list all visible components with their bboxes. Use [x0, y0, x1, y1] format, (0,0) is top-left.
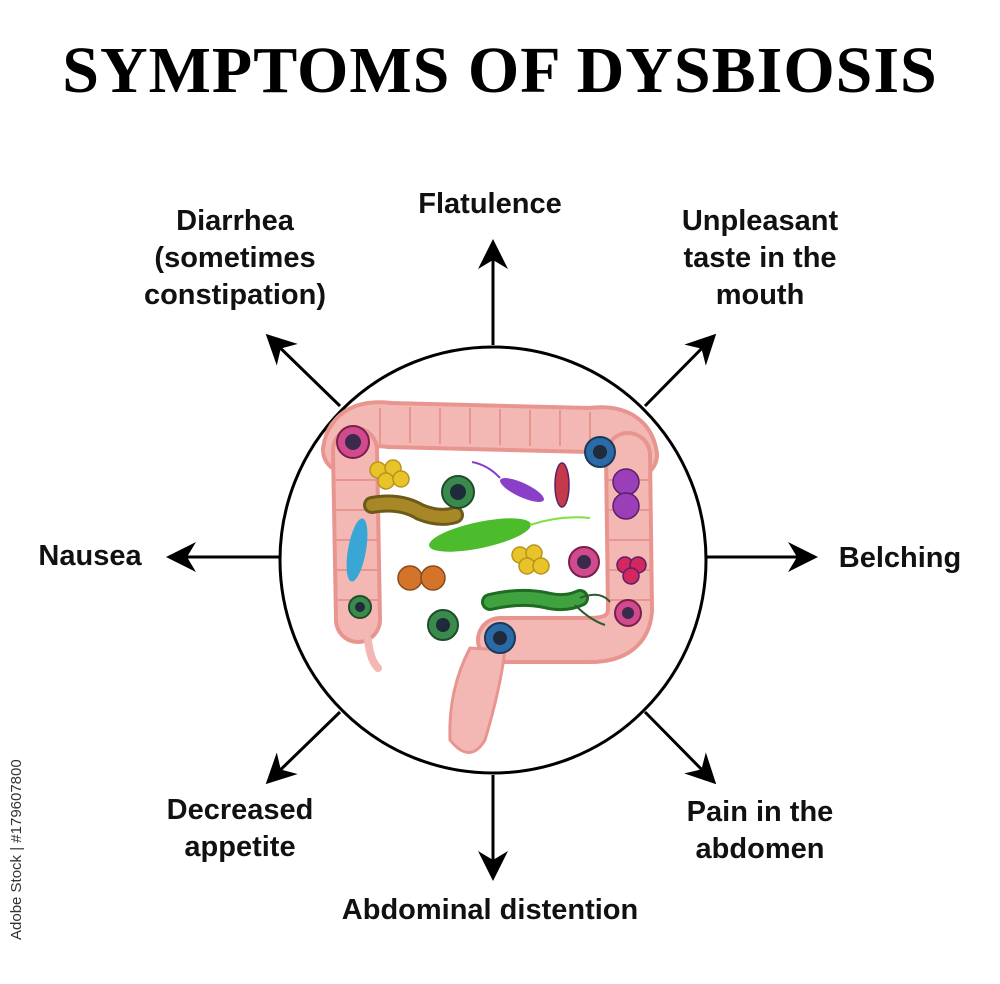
arrow-down-left	[265, 710, 342, 785]
bacteria-group	[336, 425, 647, 654]
label-diarrhea: Diarrhea (sometimes constipation)	[143, 205, 327, 311]
label-unpleasant-taste: Unpleasant taste in the mouth	[681, 205, 839, 311]
label-nausea: Nausea	[38, 540, 142, 572]
label-abdominal-distention: Abdominal distention	[341, 894, 639, 926]
arrow-up-right	[643, 333, 717, 408]
intestine-illustration	[321, 400, 659, 754]
arrow-down-right	[643, 710, 717, 785]
arrows	[166, 239, 818, 881]
page-title: SYMPTOMS OF DYSBIOSIS	[62, 34, 938, 107]
label-belching: Belching	[838, 542, 962, 574]
arrow-up-left	[265, 333, 342, 408]
label-flatulence: Flatulence	[418, 188, 562, 220]
label-pain-abdomen: Pain in the abdomen	[686, 796, 834, 865]
watermark: Adobe Stock | #179607800	[8, 759, 25, 940]
label-decreased-appetite: Decreased appetite	[166, 794, 314, 863]
